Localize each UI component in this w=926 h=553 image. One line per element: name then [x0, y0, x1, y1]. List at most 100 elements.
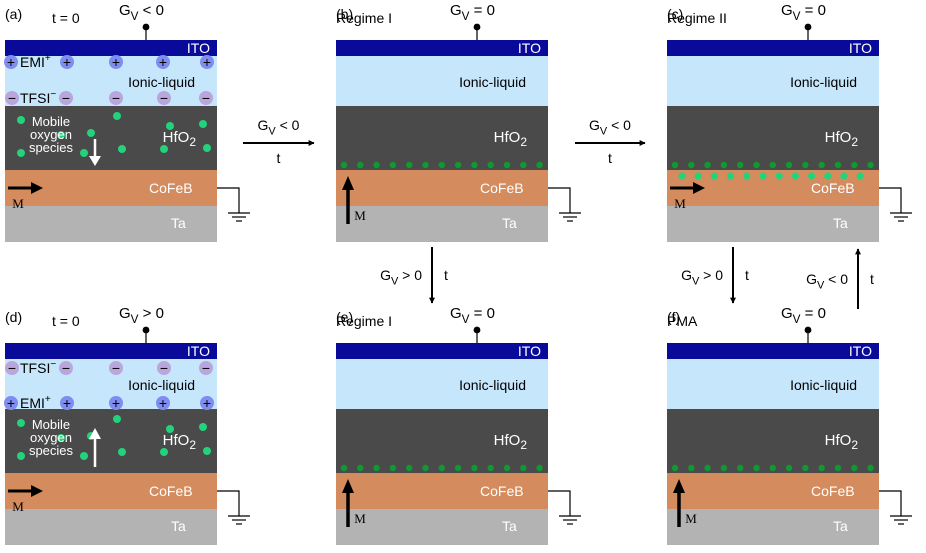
hfo2-subscript: 2: [189, 135, 196, 149]
hfo2-subscript: 2: [189, 438, 196, 452]
emi-text: EMI: [20, 395, 45, 411]
hfo2-subscript: 2: [851, 135, 858, 149]
oxygen-species: [113, 112, 121, 120]
gate-subscript: V: [600, 125, 608, 137]
emi-label: EMI+: [20, 53, 51, 70]
cofeb-label: CoFeB: [811, 483, 855, 499]
gate-subscript: V: [817, 279, 825, 291]
interface-oxygen: [867, 161, 874, 169]
gate-contact: [804, 326, 812, 334]
ionic-liquid-label: Ionic-liquid: [790, 74, 857, 90]
panel-title: PMA: [667, 313, 698, 329]
hfo2-layer: [336, 106, 548, 170]
gate-relation: < 0: [824, 271, 848, 287]
transition-b-to-c: GV < 0t: [575, 117, 646, 166]
ground-wire: [548, 187, 571, 213]
cofeb-layer: [336, 170, 548, 206]
gate-contact: [142, 326, 150, 334]
oxygen-species: [17, 419, 25, 427]
cofeb-oxygen: [743, 172, 751, 180]
gate-relation: > 0: [138, 305, 163, 322]
panel-title: t = 0: [52, 10, 80, 26]
anion-sign: −: [202, 360, 210, 376]
gate-voltage-label: GV = 0: [450, 305, 495, 326]
migration-arrowhead: [89, 428, 101, 439]
oxygen-species: [80, 149, 88, 157]
interface-oxygen: [357, 464, 364, 472]
cofeb-label: CoFeB: [480, 483, 524, 499]
ionic-liquid-label: Ionic-liquid: [459, 377, 526, 393]
gate-relation: < 0: [276, 117, 300, 133]
interface-oxygen: [671, 161, 679, 169]
interface-oxygen: [373, 161, 380, 169]
interface-oxygen: [769, 161, 776, 169]
hfo2-layer: [336, 409, 548, 473]
mobile-oxygen-label: oxygen: [30, 127, 72, 142]
ionic-liquid-layer: [336, 359, 548, 409]
ta-label: Ta: [171, 215, 186, 231]
transition-time-label: t: [444, 267, 448, 283]
emi-text: EMI: [20, 54, 45, 70]
gate-contact: [142, 23, 150, 31]
gate-voltage-label: GV < 0: [119, 2, 164, 23]
interface-oxygen: [737, 464, 744, 472]
oxygen-species: [166, 425, 174, 433]
oxygen-species: [160, 448, 168, 456]
emi-cation: [60, 396, 74, 410]
hfo2-text: HfO: [494, 129, 521, 146]
gate-subscript: V: [391, 275, 399, 287]
emi-cation: [156, 396, 170, 410]
transition-time-label: t: [277, 150, 281, 166]
tfsi-charge: −: [50, 89, 56, 100]
interface-oxygen: [867, 464, 874, 472]
ito-layer: [336, 40, 548, 56]
panel-label: (c): [667, 6, 683, 22]
anion-sign: −: [202, 90, 210, 106]
tfsi-anion: [199, 91, 213, 105]
oxygen-species: [199, 423, 207, 431]
gate-symbol: G: [450, 305, 462, 322]
ito-layer: [667, 343, 879, 359]
interface-oxygen: [389, 464, 397, 472]
panel-title: Regime I: [336, 313, 392, 329]
emi-cation: [200, 55, 214, 69]
cation-sign: +: [203, 395, 211, 411]
interface-oxygen: [753, 161, 760, 169]
emi-cation: [200, 396, 214, 410]
transition-gate-label: GV < 0: [589, 117, 631, 137]
ta-layer: [667, 509, 879, 545]
interface-oxygen: [340, 161, 348, 169]
ionic-liquid-layer: [667, 56, 879, 106]
magnetization-label: M: [12, 196, 24, 211]
interface-oxygen: [818, 161, 825, 169]
ta-layer: [336, 206, 548, 242]
tfsi-label: TFSI−: [20, 359, 56, 376]
mobile-oxygen-label: Mobile: [32, 417, 70, 432]
cofeb-label: CoFeB: [480, 180, 524, 196]
interface-oxygen: [688, 161, 695, 169]
interface-oxygen: [406, 161, 413, 169]
emi-cation: [156, 55, 170, 69]
gate-voltage-label: GV = 0: [781, 305, 826, 326]
tfsi-anion: [5, 91, 19, 105]
interface-oxygen: [785, 161, 793, 169]
tfsi-anion: [109, 361, 123, 375]
anion-sign: −: [160, 360, 168, 376]
transition-time-label: t: [745, 267, 749, 283]
gate-relation: > 0: [398, 267, 422, 283]
cofeb-oxygen: [775, 172, 783, 180]
hfo2-subscript: 2: [520, 438, 527, 452]
ito-label: ITO: [187, 40, 210, 56]
gate-subscript: V: [793, 313, 801, 326]
gate-symbol: G: [681, 267, 692, 283]
hfo2-layer: [5, 106, 217, 170]
cation-sign: +: [7, 54, 15, 70]
oxygen-species: [118, 448, 126, 456]
panel-label: (b): [336, 6, 353, 22]
interface-oxygen: [802, 464, 809, 472]
interface-oxygen: [818, 464, 825, 472]
